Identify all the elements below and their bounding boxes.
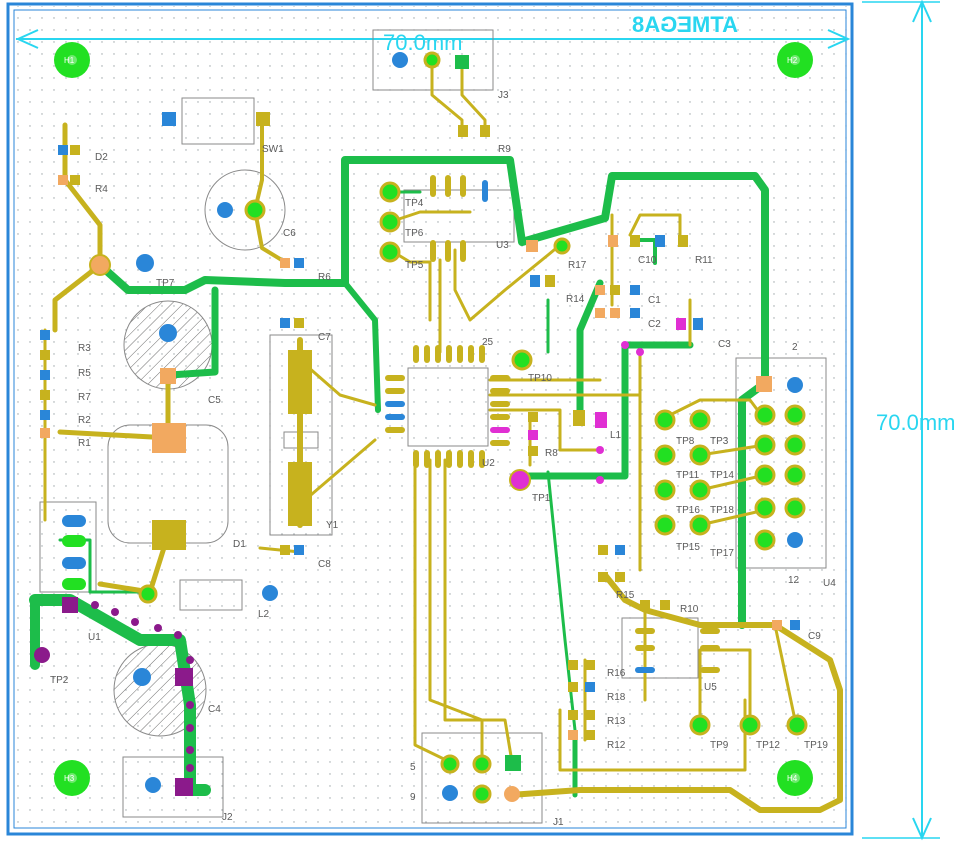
- height-dimension: 70.0mm: [862, 0, 955, 841]
- ref-TP14: TP14: [710, 470, 734, 481]
- ref-TP3: TP3: [710, 436, 729, 447]
- mounting-hole: [54, 42, 90, 78]
- ref-U2: U2: [482, 458, 495, 469]
- ref-R6: R6: [318, 272, 331, 283]
- top-layer-traces: [43, 60, 843, 813]
- ref-R15: R15: [616, 590, 635, 601]
- height-dim-label: 70.0mm: [876, 410, 955, 435]
- mounting-holes: [54, 42, 813, 796]
- ref-TP6: TP6: [405, 228, 424, 239]
- silkscreen-outlines: [39, 29, 827, 824]
- ref-pin2: 2: [792, 342, 798, 353]
- ref-pin25: 25: [482, 337, 494, 348]
- board-title-mirrored: ATMEGA8: [632, 12, 738, 37]
- reference-labels: D2 R4 SW1 C6 J3 R9 TP4 TP6 TP5 U3 R6 TP7…: [50, 90, 836, 828]
- ref-C2: C2: [648, 319, 661, 330]
- ref-Y1: Y1: [326, 520, 339, 531]
- ref-J2: J2: [222, 812, 233, 823]
- ref-R4: R4: [95, 184, 108, 195]
- ref-R8: R8: [545, 448, 558, 459]
- ref-U1: U1: [88, 632, 101, 643]
- ref-J1: J1: [553, 817, 564, 828]
- ref-H1: H1: [64, 56, 75, 65]
- u2-footprint: [385, 345, 510, 468]
- ref-R18: R18: [607, 692, 626, 703]
- ref-pin12: 12: [788, 575, 800, 586]
- ref-C8: C8: [318, 559, 331, 570]
- ref-C4: C4: [208, 704, 221, 715]
- ref-TP2: TP2: [50, 675, 69, 686]
- ref-C3: C3: [718, 339, 731, 350]
- ref-R2: R2: [78, 415, 91, 426]
- ref-R3: R3: [78, 343, 91, 354]
- ref-C10: C10: [638, 255, 657, 266]
- ref-TP12: TP12: [756, 740, 780, 751]
- ref-TP15: TP15: [676, 542, 700, 553]
- ref-TP7: TP7: [156, 278, 175, 289]
- ref-C9: C9: [808, 631, 821, 642]
- ref-TP10: TP10: [528, 373, 552, 384]
- ref-C6: C6: [283, 228, 296, 239]
- ref-TP5: TP5: [405, 260, 424, 271]
- ref-C7: C7: [318, 332, 331, 343]
- ref-J3: J3: [498, 90, 509, 101]
- ref-R12: R12: [607, 740, 626, 751]
- ref-TP17: TP17: [710, 548, 734, 559]
- ref-L1: L1: [610, 430, 622, 441]
- ref-SW1: SW1: [262, 144, 284, 155]
- ref-U4: U4: [823, 578, 836, 589]
- ref-H3: H3: [64, 774, 75, 783]
- ref-D1: D1: [233, 539, 246, 550]
- ref-R9: R9: [498, 144, 511, 155]
- ref-TP19: TP19: [804, 740, 828, 751]
- width-dim-label: 70.0mm: [383, 30, 462, 55]
- ref-U3: U3: [496, 240, 509, 251]
- test-points: [34, 51, 808, 804]
- ref-TP9: TP9: [710, 740, 729, 751]
- ref-TP11: TP11: [676, 470, 700, 481]
- mounting-hole: [777, 760, 813, 796]
- ref-pin5: 5: [410, 762, 416, 773]
- ref-L2: L2: [258, 609, 270, 620]
- u5-footprint: [635, 628, 720, 673]
- ref-R14: R14: [566, 294, 585, 305]
- ref-H4: H4: [787, 774, 798, 783]
- u1-footprint: [62, 515, 86, 590]
- ref-C5: C5: [208, 395, 221, 406]
- ref-D2: D2: [95, 152, 108, 163]
- ref-R17: R17: [568, 260, 587, 271]
- mounting-hole: [777, 42, 813, 78]
- board-outline: [6, 2, 854, 836]
- ref-R13: R13: [607, 716, 626, 727]
- ref-R5: R5: [78, 368, 91, 379]
- ref-R11: R11: [695, 255, 713, 266]
- ref-R16: R16: [607, 668, 626, 679]
- ref-R7: R7: [78, 392, 91, 403]
- ref-R1: R1: [78, 438, 91, 449]
- mounting-hole: [54, 760, 90, 796]
- ref-R10: R10: [680, 604, 699, 615]
- ref-U5: U5: [704, 682, 717, 693]
- ref-C1: C1: [648, 295, 661, 306]
- smd-pads: [40, 55, 800, 796]
- mounting-hole-labels: H1 H2 H3 H4: [64, 56, 798, 783]
- ref-TP18: TP18: [710, 505, 734, 516]
- ref-TP1: TP1: [532, 493, 551, 504]
- ref-TP16: TP16: [676, 505, 700, 516]
- vias: [133, 52, 803, 801]
- ref-pin9: 9: [410, 792, 416, 803]
- ref-TP8: TP8: [676, 436, 695, 447]
- width-dimension: 70.0mm: [15, 29, 851, 55]
- u3-footprint: [430, 175, 488, 262]
- ref-TP4: TP4: [405, 198, 424, 209]
- ref-H2: H2: [787, 56, 798, 65]
